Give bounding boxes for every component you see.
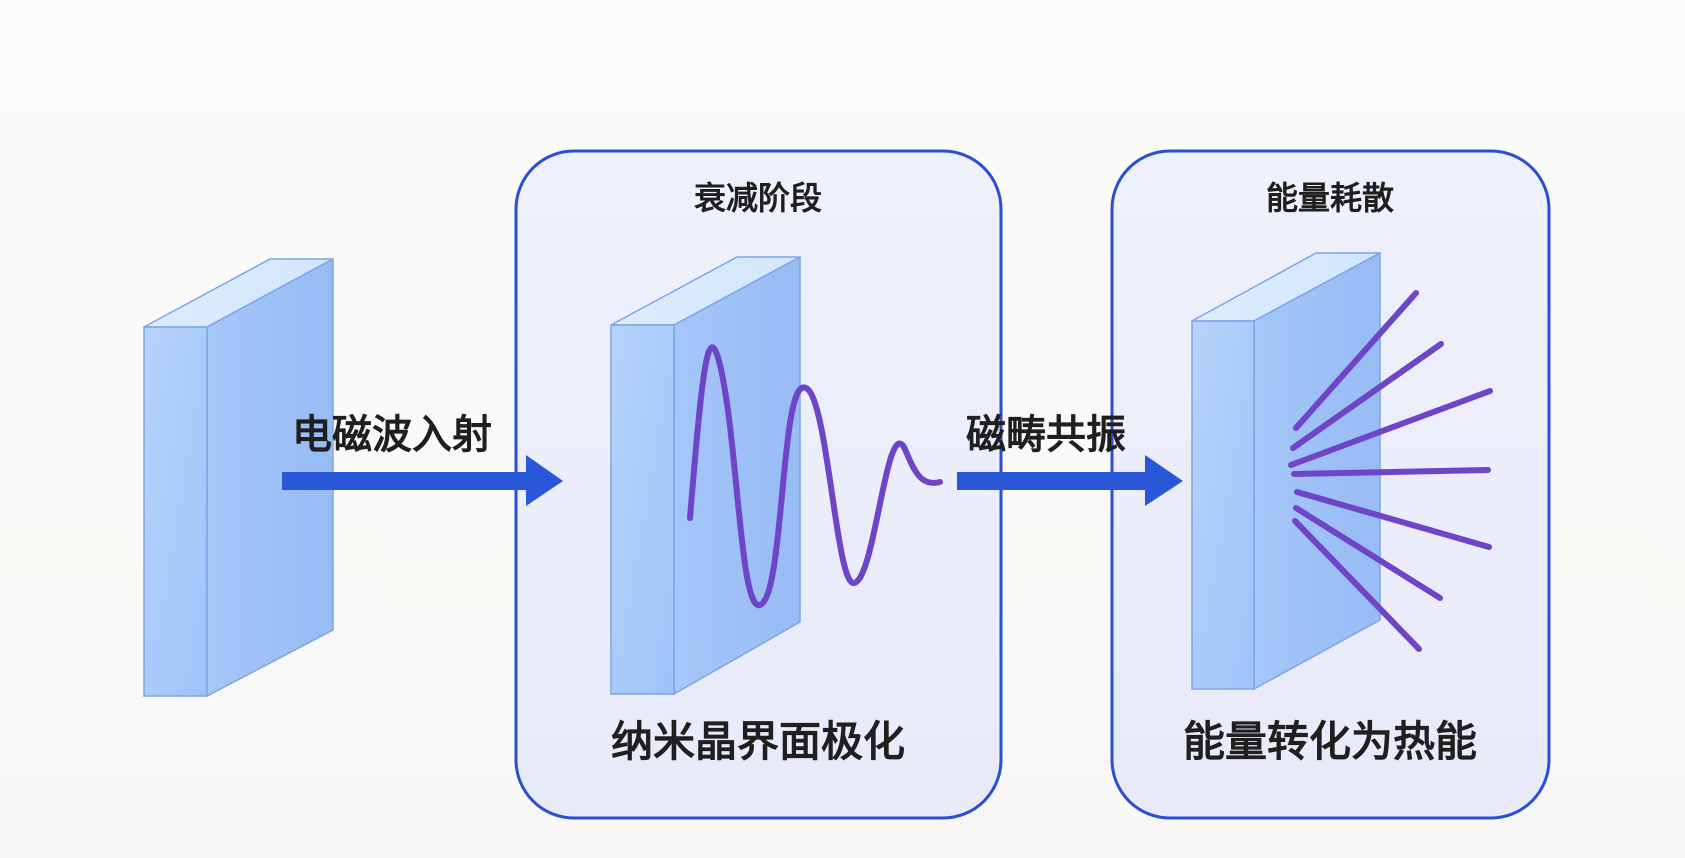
wave-curve: [687, 344, 943, 608]
arrow-incident: [282, 455, 563, 506]
stage2-caption: 能量转化为热能: [1183, 717, 1477, 766]
stage2-title: 能量耗散: [1266, 179, 1394, 217]
incident-slab: [143, 257, 334, 698]
stage1-caption: 纳米晶界面极化: [611, 717, 905, 766]
arrow1-label: 电磁波入射: [292, 412, 492, 458]
arrow2-label: 磁畴共振: [966, 412, 1126, 458]
stage1-title: 衰减阶段: [694, 179, 822, 217]
arrow-resonance: [957, 455, 1183, 506]
polarization-slab: [610, 255, 801, 696]
heat-rays: [1288, 290, 1493, 652]
